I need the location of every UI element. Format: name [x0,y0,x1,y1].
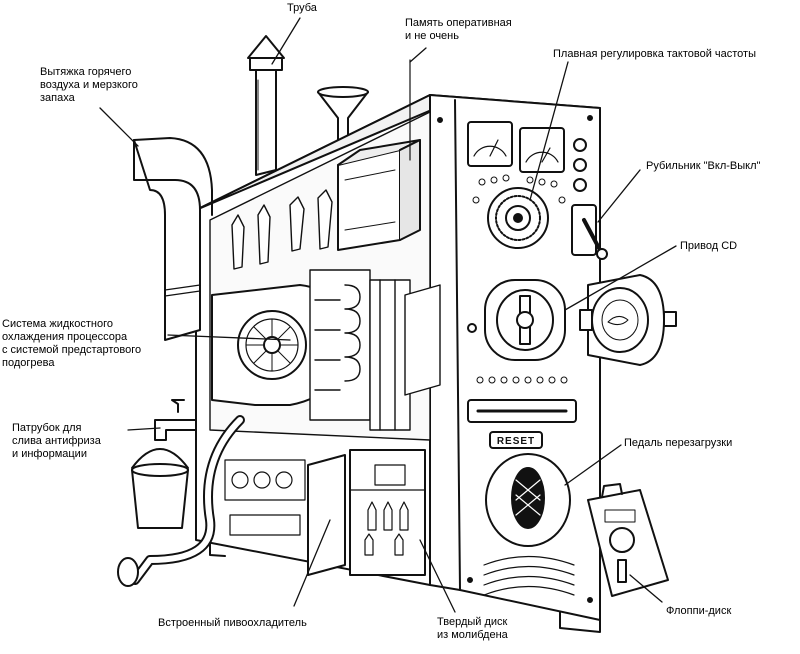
label-cd-drive: Привод CD [680,240,738,252]
label-floppy-disk: Флоппи-диск [666,605,732,617]
reset-text: RESET [497,436,535,447]
floppy-slot [468,400,576,422]
bucket [132,449,188,528]
label-clock-speed: Плавная регулировка тактовой частоты [553,48,756,60]
lower-components [225,460,305,535]
vent-grill [484,557,574,596]
reset-pedal [486,454,570,546]
ram-block [338,60,420,250]
vials [232,190,332,269]
label-drain: Патрубок для слива антифриза и информаци… [12,422,101,460]
floppy-disk [588,484,668,596]
label-beer-cooler: Встроенный пивоохладитель [158,617,307,629]
hose [118,420,240,586]
reset-plate [490,432,542,448]
gauges [468,122,586,191]
label-exhaust: Вытяжка горячего воздуха и мерзкого запа… [40,66,138,104]
label-reset-pedal: Педаль перезагрузки [624,437,733,449]
power-switch [572,205,607,259]
indicator-lights [477,377,567,383]
clock-speed-knob [473,175,565,248]
label-ram: Память оперативная и не очень [405,17,512,42]
label-cooling: Система жидкостного охлаждения процессор… [2,318,142,369]
cooling-radiator [310,270,410,430]
chimney-pipe [248,36,284,175]
beer-cooler [308,450,425,575]
cd-drive [468,275,676,365]
exhaust-duct [134,138,212,340]
processor-board [405,285,440,395]
label-pipe: Труба [287,2,317,14]
callout-lines [100,18,676,612]
drain-tap [155,400,196,440]
label-hard-disk: Твердый диск из молибдена [437,616,508,641]
label-power-switch: Рубильник "Вкл-Выкл" [646,160,761,172]
